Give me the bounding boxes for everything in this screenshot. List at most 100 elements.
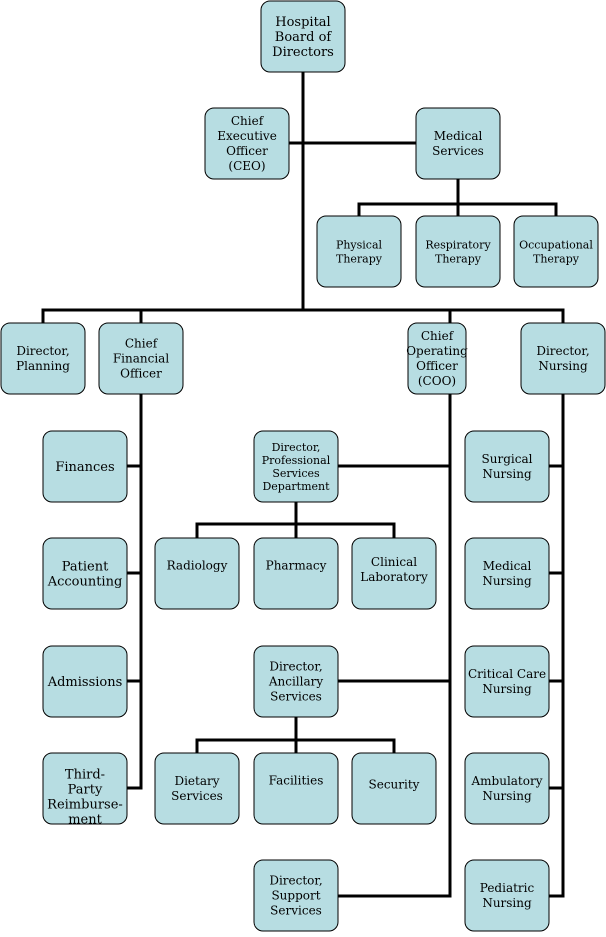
node-radiology: Radiology	[154, 537, 240, 610]
node-box	[407, 322, 467, 395]
node-label: Director,	[536, 344, 589, 358]
node-admissions: Admissions	[42, 645, 128, 718]
node-box	[260, 0, 346, 73]
node-label: Executive	[217, 129, 277, 143]
node-box	[415, 215, 501, 288]
node-label: Chief	[125, 337, 159, 351]
node-label: Nursing	[482, 467, 532, 481]
node-label: Directors	[272, 45, 334, 60]
node-label: ment	[68, 813, 102, 828]
node-label: Director,	[269, 660, 322, 674]
node-box	[316, 215, 402, 288]
node-label: (COO)	[418, 374, 456, 388]
node-label: Party	[68, 783, 103, 798]
node-label: Services	[272, 467, 320, 480]
node-box	[520, 322, 606, 395]
node-box	[253, 430, 339, 503]
node-label: Department	[262, 480, 330, 493]
node-label: Support	[271, 889, 320, 903]
node-director-planning: Director,Planning	[0, 322, 86, 395]
node-box	[42, 752, 128, 825]
node-label: Critical Care	[468, 667, 546, 681]
node-label: Board of	[275, 30, 333, 45]
node-label: Security	[369, 778, 420, 792]
node-box	[415, 107, 501, 180]
node-label: Reimburse-	[47, 798, 123, 813]
node-box	[253, 645, 339, 718]
node-label: Accounting	[47, 575, 123, 590]
node-label: Services	[432, 144, 484, 158]
node-label: Officer	[120, 367, 162, 381]
node-box	[513, 215, 599, 288]
node-label: Patient	[62, 560, 109, 575]
node-box	[42, 430, 128, 503]
node-box	[464, 645, 550, 718]
node-label: (CEO)	[228, 159, 265, 173]
node-box	[351, 537, 437, 610]
node-label: Respiratory	[425, 238, 491, 251]
node-box	[253, 752, 339, 825]
node-label: Operating	[406, 344, 468, 358]
node-label: Therapy	[533, 252, 580, 265]
node-box	[464, 859, 550, 932]
node-label: Ancillary	[268, 675, 324, 689]
node-label: Chief	[231, 114, 265, 128]
node-box	[204, 107, 290, 180]
connector-lines	[41, 70, 565, 898]
node-label: Radiology	[167, 559, 228, 573]
node-label: Ambulatory	[470, 774, 542, 788]
node-pharmacy: Pharmacy	[253, 537, 339, 610]
node-box	[351, 752, 437, 825]
node-label: Financial	[113, 352, 169, 366]
node-label: Dietary	[174, 774, 219, 788]
node-box	[98, 322, 184, 395]
node-facilities: Facilities	[253, 752, 339, 825]
node-box	[253, 537, 339, 610]
node-box	[154, 537, 240, 610]
node-label: Therapy	[435, 252, 482, 265]
node-label: Clinical	[371, 555, 417, 569]
node-box	[464, 752, 550, 825]
node-label: Professional	[262, 454, 331, 467]
node-label: Director,	[269, 874, 322, 888]
node-box	[464, 537, 550, 610]
node-label: Services	[171, 789, 223, 803]
node-label: Officer	[226, 144, 268, 158]
node-label: Nursing	[482, 574, 532, 588]
node-box	[253, 859, 339, 932]
node-box	[42, 645, 128, 718]
node-label: Officer	[416, 359, 458, 373]
node-label: Medical	[434, 129, 483, 143]
node-label: Nursing	[482, 789, 532, 803]
node-label: Nursing	[482, 682, 532, 696]
node-label: Medical	[483, 559, 532, 573]
node-label: Occupational	[519, 238, 593, 251]
node-label: Pharmacy	[266, 559, 327, 573]
node-label: Services	[270, 690, 322, 704]
node-label: Nursing	[482, 896, 532, 910]
node-label: Third-	[65, 768, 105, 783]
node-label: Finances	[55, 460, 114, 475]
node-label: Services	[270, 904, 322, 918]
node-box	[154, 752, 240, 825]
node-director-nursing: Director,Nursing	[520, 322, 606, 395]
